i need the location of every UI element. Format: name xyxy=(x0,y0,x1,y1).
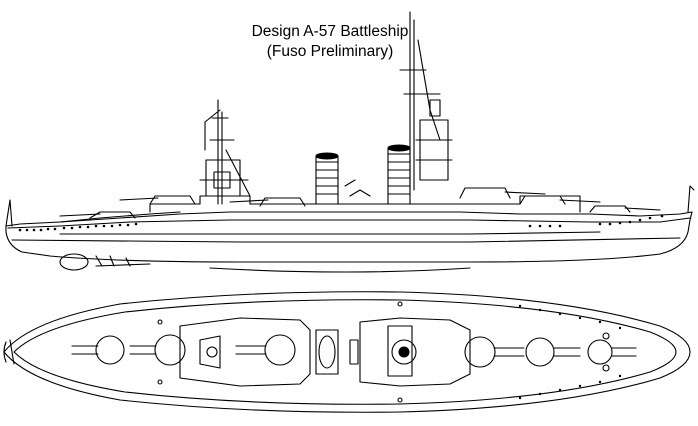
hull-side xyxy=(5,211,693,263)
plan-turrets xyxy=(71,334,637,368)
sheer-line xyxy=(7,217,691,229)
deck-edge xyxy=(13,299,677,405)
belt-line xyxy=(59,231,601,235)
funnels xyxy=(315,144,411,205)
bow-stem xyxy=(5,199,13,227)
title-line-1: Design A-57 Battleship xyxy=(251,23,409,40)
stern-plan xyxy=(3,339,15,365)
stern-flag xyxy=(687,185,695,213)
hull-plan xyxy=(3,291,691,413)
boats xyxy=(344,179,371,197)
fore-mast xyxy=(199,99,251,205)
main-mast xyxy=(399,11,453,191)
bridge-plan xyxy=(359,317,471,387)
superstructure-base xyxy=(149,195,581,213)
stern-gear xyxy=(59,253,151,271)
side-turrets xyxy=(59,187,661,219)
side-profile-view xyxy=(5,11,695,273)
plan-fittings xyxy=(157,301,610,403)
figure-title: Design A-57 Battleship (Fuso Preliminary… xyxy=(200,22,460,62)
plan-funnels xyxy=(315,325,417,377)
portholes xyxy=(18,214,664,232)
plan-rail-dots xyxy=(518,304,622,400)
top-plan-view xyxy=(3,291,691,413)
title-line-2: (Fuso Preliminary) xyxy=(266,43,394,60)
waterline xyxy=(11,237,681,243)
keel xyxy=(209,267,471,273)
superstructure-plan xyxy=(179,317,311,387)
forecastle-deck xyxy=(59,211,181,223)
